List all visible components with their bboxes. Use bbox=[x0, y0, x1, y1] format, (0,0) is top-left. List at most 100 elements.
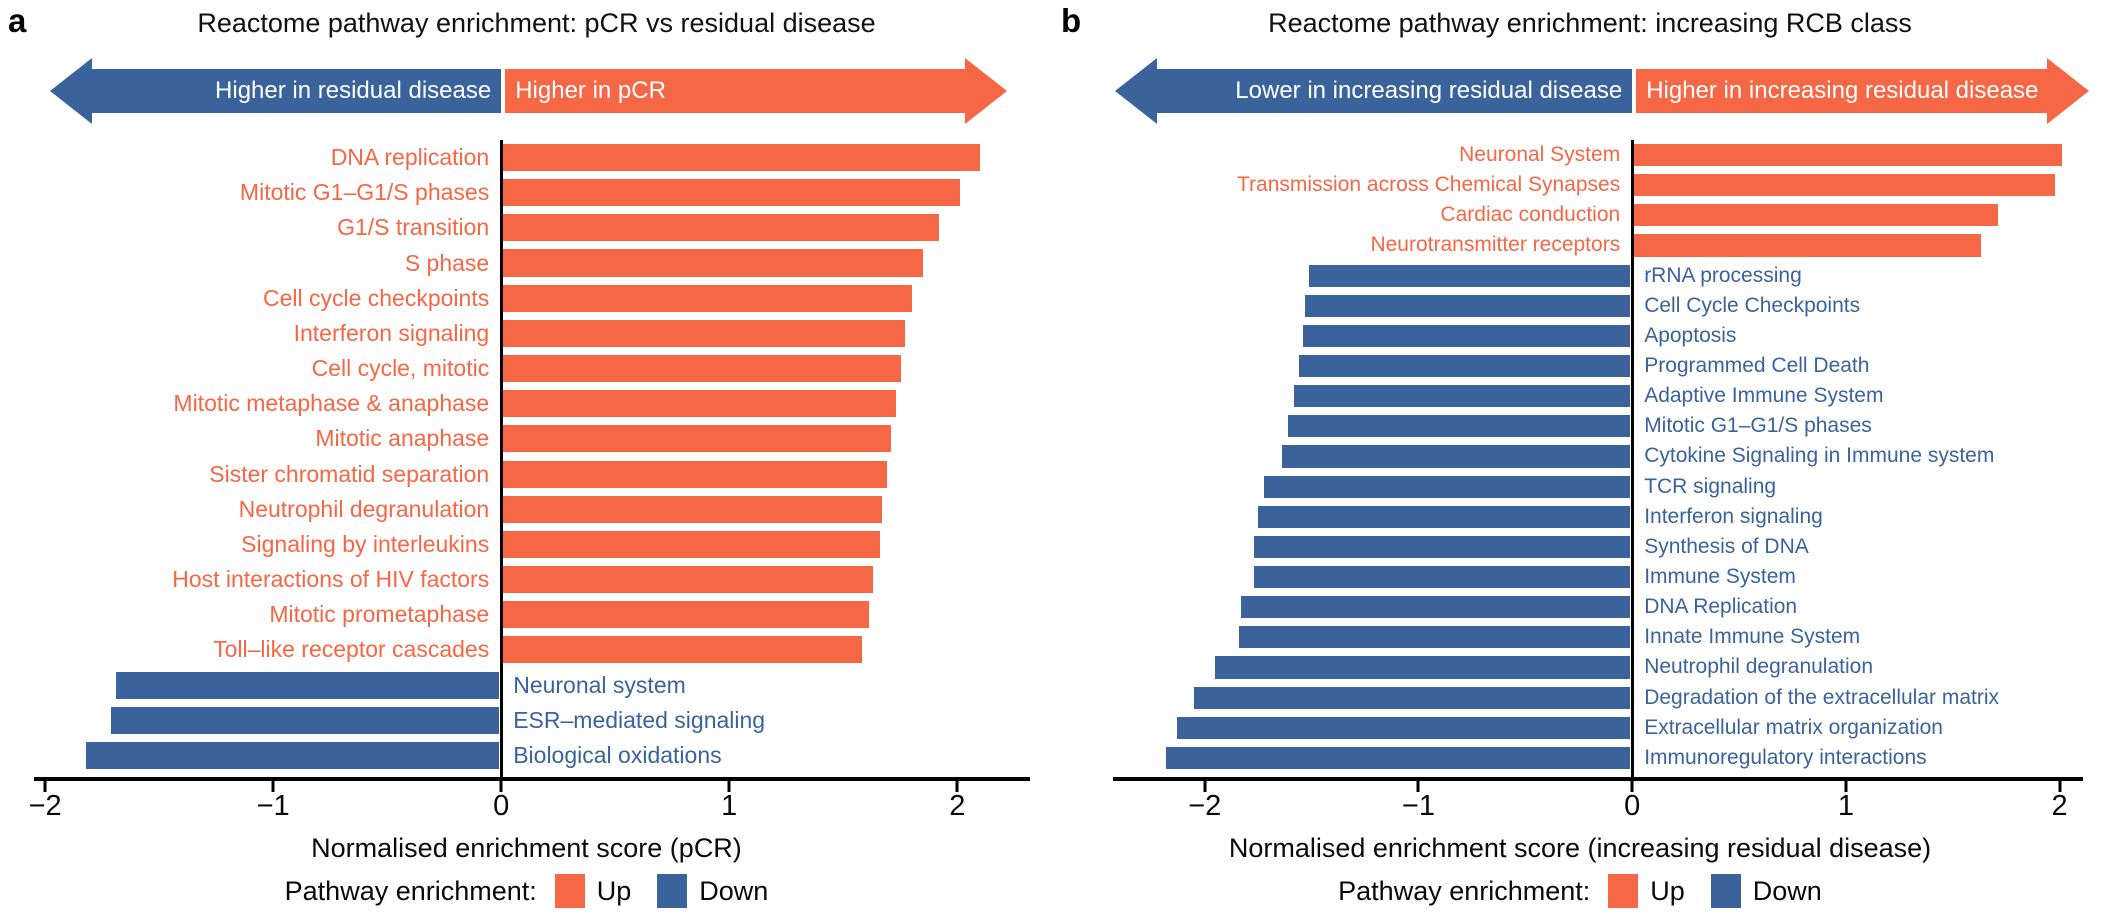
bar-down bbox=[1251, 533, 1633, 560]
bar-label: Cell Cycle Checkpoints bbox=[1644, 293, 1861, 317]
bar-down bbox=[1303, 292, 1633, 319]
x-axis-title: Normalised enrichment score (increasing … bbox=[1228, 833, 1932, 863]
zero-baseline bbox=[499, 140, 503, 781]
bar-up bbox=[501, 177, 962, 209]
bar-up bbox=[501, 528, 883, 560]
legend-down-swatch bbox=[1710, 874, 1741, 908]
axis-tick bbox=[727, 781, 731, 792]
x-axis-line bbox=[1113, 777, 2083, 781]
bar-label: Cytokine Signaling in Immune system bbox=[1644, 444, 1995, 468]
axis-tick bbox=[1630, 781, 1634, 792]
panel-a: a Reactome pathway enrichment: pCR vs re… bbox=[0, 0, 1053, 915]
bar-label: Innate Immune System bbox=[1644, 625, 1861, 649]
bar-label: Mitotic anaphase bbox=[315, 425, 490, 452]
bar-label: Neutrophil degranulation bbox=[238, 495, 490, 522]
bar-down bbox=[1191, 684, 1633, 711]
bar-label: Extracellular matrix organization bbox=[1644, 715, 1943, 739]
bar-up bbox=[501, 599, 871, 631]
bar-down bbox=[1307, 262, 1633, 289]
axis-tick-label: 1 bbox=[721, 790, 738, 822]
bar-label: Mitotic prometaphase bbox=[269, 601, 490, 628]
axis-tick-label: −1 bbox=[1401, 790, 1436, 822]
bar-label: Immune System bbox=[1644, 565, 1796, 589]
bar-label: Degradation of the extracellular matrix bbox=[1644, 685, 2000, 709]
arrow-segment-pcr: Higher in pCR bbox=[505, 69, 965, 113]
bar-label: Host interactions of HIV factors bbox=[172, 566, 490, 593]
legend-up-label: Up bbox=[1650, 875, 1685, 906]
bar-up bbox=[501, 282, 914, 314]
bar-down bbox=[113, 669, 502, 701]
bar-up bbox=[1632, 202, 2000, 229]
bar-up bbox=[501, 563, 876, 596]
bar-up bbox=[501, 212, 942, 244]
bar-down bbox=[1262, 473, 1633, 500]
bar-label: Biological oxidations bbox=[513, 741, 722, 768]
bar-label: Cardiac conduction bbox=[1440, 203, 1621, 227]
bar-label: Adaptive Immune System bbox=[1644, 384, 1884, 408]
axis-tick bbox=[499, 781, 503, 792]
bar-down bbox=[1251, 563, 1633, 591]
bar-down bbox=[1164, 744, 1633, 771]
bar-label: S phase bbox=[404, 249, 490, 276]
bar-label: Immunoregulatory interactions bbox=[1644, 745, 1927, 769]
legend: Pathway enrichment: Up Down bbox=[1053, 874, 2107, 908]
bar-label: Interferon signaling bbox=[293, 319, 490, 346]
axis-tick bbox=[955, 781, 959, 792]
bar-down bbox=[1296, 352, 1633, 380]
bar-label: DNA Replication bbox=[1644, 595, 1798, 619]
bar-up bbox=[501, 247, 926, 279]
bar-down bbox=[108, 704, 502, 736]
axis-tick bbox=[2058, 781, 2062, 792]
right-arrowhead-icon bbox=[2047, 58, 2089, 124]
arrow-right-label: Higher in pCR bbox=[515, 77, 666, 104]
bar-label: Synthesis of DNA bbox=[1644, 534, 1809, 558]
bar-label: Sister chromatid separation bbox=[209, 460, 490, 487]
legend: Pathway enrichment: Up Down bbox=[0, 874, 1053, 908]
bar-label: Neutrophil degranulation bbox=[1644, 655, 1874, 679]
bar-label: Mitotic G1–G1/S phases bbox=[1644, 414, 1872, 438]
direction-arrow-banner: Higher in residual disease Higher in pCR bbox=[50, 57, 1007, 125]
axis-tick-label: 2 bbox=[949, 790, 966, 822]
axis-tick-label: 0 bbox=[1624, 790, 1641, 822]
panel-letter-a: a bbox=[8, 2, 27, 39]
axis-tick bbox=[1844, 781, 1848, 792]
arrow-segment-lower: Lower in increasing residual disease bbox=[1157, 69, 1633, 113]
panel-letter-b: b bbox=[1061, 2, 1082, 39]
legend-title: Pathway enrichment: bbox=[1338, 875, 1591, 906]
bar-up bbox=[1632, 172, 2058, 199]
bar-label: Mitotic metaphase & anaphase bbox=[173, 390, 490, 417]
arrow-left-label: Lower in increasing residual disease bbox=[1235, 77, 1623, 104]
axis-tick-label: −2 bbox=[1188, 790, 1222, 822]
bar-label: Cell cycle checkpoints bbox=[262, 284, 490, 311]
bar-down bbox=[1236, 624, 1633, 651]
bar-down bbox=[1174, 714, 1633, 741]
arrow-segment-residual: Higher in residual disease bbox=[92, 69, 502, 113]
bar-up bbox=[501, 317, 908, 349]
zero-baseline bbox=[1630, 140, 1634, 781]
bar-up bbox=[501, 142, 983, 174]
legend-down-label: Down bbox=[1752, 875, 1822, 906]
x-axis-line bbox=[34, 777, 1030, 781]
bar-label: Mitotic G1–G1/S phases bbox=[239, 179, 490, 206]
bar-up bbox=[501, 634, 864, 666]
bar-label: Apoptosis bbox=[1644, 323, 1737, 347]
bar-up bbox=[501, 458, 889, 490]
bar-down bbox=[1256, 503, 1633, 530]
axis-tick-label: 2 bbox=[2051, 790, 2068, 822]
x-axis-title: Normalised enrichment score (pCR) bbox=[311, 833, 742, 863]
axis-tick-label: 0 bbox=[493, 790, 510, 822]
bar-label: Neuronal System bbox=[1459, 143, 1621, 167]
left-arrowhead-icon bbox=[1115, 58, 1157, 124]
bar-up bbox=[501, 352, 903, 385]
bar-up bbox=[501, 493, 885, 525]
bar-label: G1/S transition bbox=[337, 214, 490, 241]
bar-label: Transmission across Chemical Synapses bbox=[1237, 173, 1621, 197]
axis-tick-label: −1 bbox=[256, 790, 290, 822]
bar-label: Signaling by interleukins bbox=[241, 530, 490, 557]
bar-up bbox=[1632, 232, 1983, 259]
bar-label: DNA replication bbox=[330, 144, 490, 171]
direction-arrow-banner: Lower in increasing residual disease Hig… bbox=[1115, 57, 2089, 125]
bar-up bbox=[1632, 142, 2064, 169]
